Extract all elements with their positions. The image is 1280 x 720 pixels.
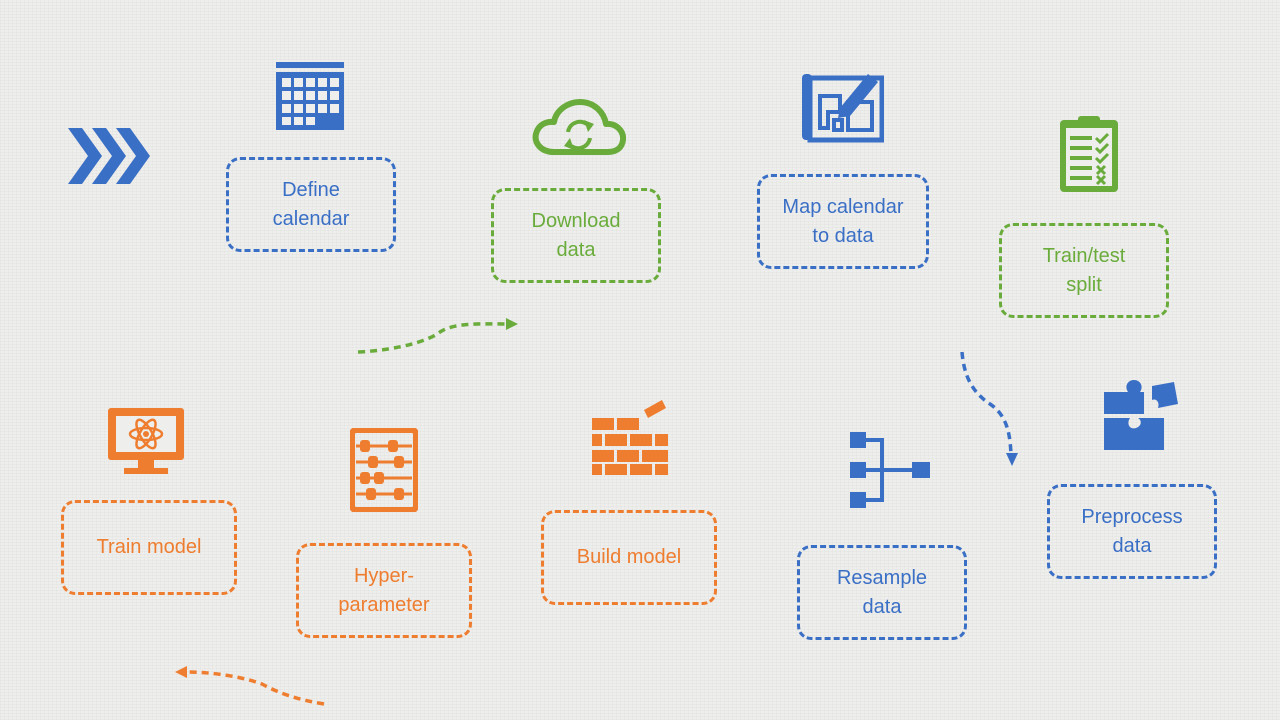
step-label: Resample data (836, 566, 928, 618)
step-train-model: Train model (61, 500, 237, 595)
step-label: Download data (531, 209, 621, 261)
blue-flow-arrow (960, 351, 1018, 466)
atom-monitor-icon (106, 406, 186, 476)
blueprint-icon (800, 68, 884, 144)
step-define-calendar: Define calendar (226, 157, 396, 252)
hierarchy-icon (848, 430, 932, 512)
green-flow-arrow (357, 318, 518, 354)
step-map-calendar: Map calendar to data (757, 174, 929, 269)
step-label: Define calendar (272, 178, 350, 230)
brick-wall-icon (592, 398, 670, 476)
calendar-icon (276, 62, 344, 130)
clipboard-checklist-icon (1058, 114, 1120, 194)
step-label: Train model (96, 536, 202, 558)
cloud-sync-icon (532, 98, 626, 158)
step-resample-data: Resample data (797, 545, 967, 640)
chevrons-right-icon (68, 126, 152, 186)
step-build-model: Build model (541, 510, 717, 605)
puzzle-icon (1102, 378, 1180, 454)
step-train-test-split: Train/test split (999, 223, 1169, 318)
step-label: Train/test split (1042, 244, 1126, 296)
step-download-data: Download data (491, 188, 661, 283)
step-label: Map calendar to data (782, 195, 904, 247)
step-label: Preprocess data (1081, 505, 1183, 557)
step-label: Hyper- parameter (338, 564, 430, 616)
abacus-icon (350, 428, 418, 512)
orange-flow-arrow (175, 666, 325, 706)
step-hyperparameter: Hyper- parameter (296, 543, 472, 638)
step-label: Build model (576, 546, 682, 568)
step-preprocess-data: Preprocess data (1047, 484, 1217, 579)
